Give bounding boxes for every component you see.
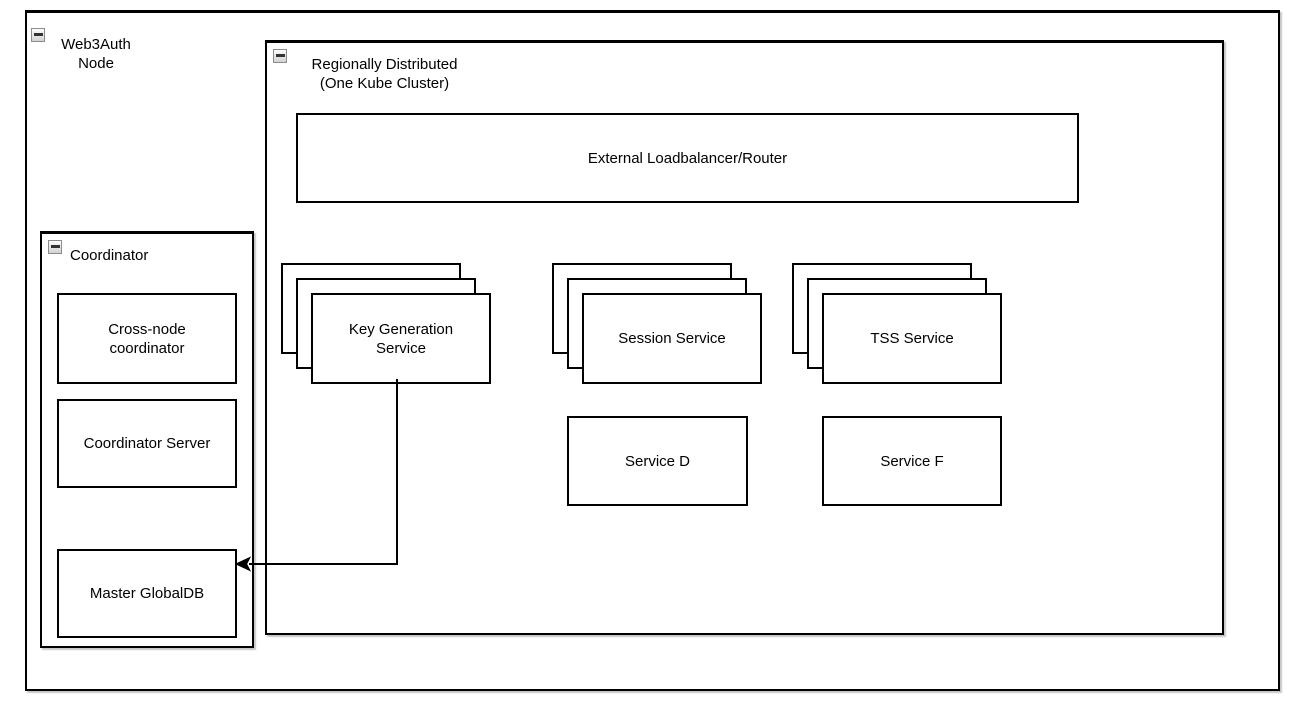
cluster-title: Regionally Distributed (One Kube Cluster…: [311, 56, 458, 92]
coordinator-server-label: Coordinator Server: [83, 435, 211, 452]
tss-service-box: TSS Service: [822, 293, 1002, 384]
cross-node-coordinator-label: Cross-node coordinator: [108, 320, 186, 357]
service-d-box: Service D: [567, 416, 748, 506]
web3auth-collapse-button[interactable]: [31, 28, 45, 42]
master-globaldb-box: Master GlobalDB: [57, 549, 237, 638]
session-service-stack: Session Service: [552, 263, 763, 384]
key-generation-label: Key Generation Service: [348, 320, 454, 357]
service-f-label: Service F: [880, 452, 944, 470]
web3auth-node-group: Web3Auth Node Regionally Distributed (On…: [25, 10, 1280, 691]
service-d-label: Service D: [624, 452, 691, 470]
cluster-collapse-button[interactable]: [273, 49, 287, 63]
session-service-label: Session Service: [618, 330, 726, 347]
kube-cluster-group: Regionally Distributed (One Kube Cluster…: [265, 40, 1224, 635]
web3auth-node-title: Web3Auth Node: [61, 36, 131, 72]
master-globaldb-label: Master GlobalDB: [89, 585, 205, 602]
session-service-box: Session Service: [582, 293, 762, 384]
service-f-box: Service F: [822, 416, 1002, 506]
coordinator-group: Coordinator Cross-node coordinator Coord…: [40, 231, 254, 648]
tss-service-label: TSS Service: [870, 330, 954, 347]
external-loadbalancer-label: External Loadbalancer/Router: [587, 149, 788, 167]
coordinator-server-box: Coordinator Server: [57, 399, 237, 488]
coordinator-title: Coordinator: [70, 247, 149, 264]
key-generation-stack: Key Generation Service: [281, 263, 492, 384]
cross-node-coordinator-box: Cross-node coordinator: [57, 293, 237, 384]
tss-service-stack: TSS Service: [792, 263, 1003, 384]
coordinator-collapse-button[interactable]: [48, 240, 62, 254]
external-loadbalancer-box: External Loadbalancer/Router: [296, 113, 1079, 203]
minus-icon: [33, 32, 43, 36]
minus-icon: [50, 244, 60, 248]
key-generation-box: Key Generation Service: [311, 293, 491, 384]
minus-icon: [275, 53, 285, 57]
